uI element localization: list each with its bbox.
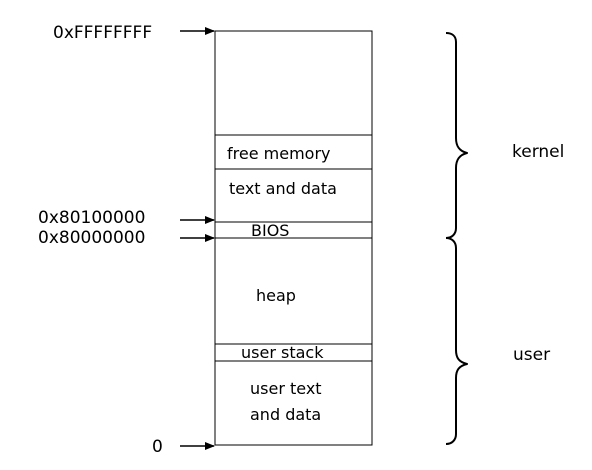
address-label-top: 0xFFFFFFFF xyxy=(53,23,152,43)
address-label-kern-base: 0x80100000 xyxy=(38,208,145,228)
segment-user-text-line1: user text xyxy=(250,379,322,398)
user-brace xyxy=(445,237,468,445)
segment-kernel-text-data: text and data xyxy=(229,179,337,198)
address-label-zero: 0 xyxy=(152,437,163,457)
region-label-kernel: kernel xyxy=(512,142,564,162)
segment-free-memory: free memory xyxy=(227,144,330,163)
kernel-brace xyxy=(445,32,468,239)
region-label-user: user xyxy=(513,345,550,365)
segment-heap: heap xyxy=(256,286,296,305)
segment-user-text-line2: and data xyxy=(250,405,321,424)
segment-user-stack: user stack xyxy=(241,343,324,362)
segment-bios: BIOS xyxy=(251,221,289,240)
address-label-kern-start: 0x80000000 xyxy=(38,228,145,248)
